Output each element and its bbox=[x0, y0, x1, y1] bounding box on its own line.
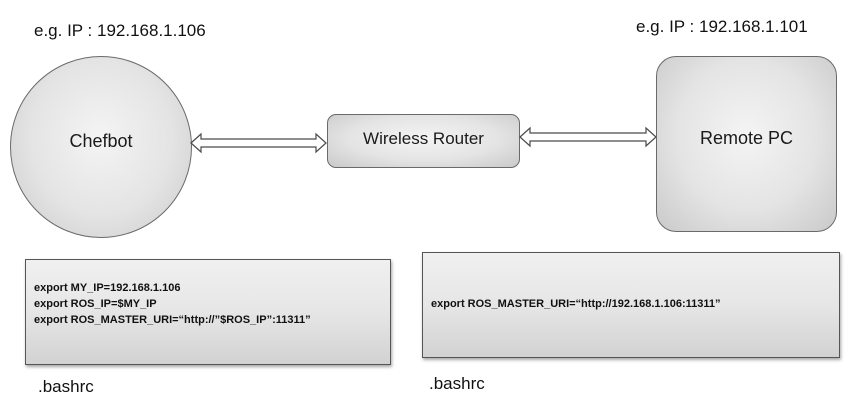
chefbot-router-link-arrow bbox=[190, 132, 327, 154]
chefbot-ip-label: e.g. IP : 192.168.1.106 bbox=[34, 21, 206, 40]
wireless-router-label: Wireless Router bbox=[363, 129, 484, 148]
bashrc-line: export ROS_MASTER_URI=“http://192.168.1.… bbox=[431, 298, 721, 310]
remote-pc-bashrc-filename: .bashrc bbox=[429, 374, 485, 393]
chefbot-label: Chefbot bbox=[69, 130, 133, 151]
chefbot-bashrc-filename: .bashrc bbox=[38, 377, 94, 396]
chefbot-node: Chefbot bbox=[10, 56, 192, 238]
wireless-router-node: Wireless Router bbox=[327, 114, 520, 168]
bashrc-line: export ROS_MASTER_URI=“http://”$ROS_IP”:… bbox=[34, 314, 311, 326]
remote-pc-ip-label: e.g. IP : 192.168.1.101 bbox=[636, 17, 808, 36]
chefbot-bashrc-box: export MY_IP=192.168.1.106 export ROS_IP… bbox=[25, 259, 391, 365]
router-remote-pc-link-arrow bbox=[519, 126, 657, 148]
remote-pc-label: Remote PC bbox=[699, 127, 794, 148]
bashrc-line: export MY_IP=192.168.1.106 bbox=[34, 282, 181, 294]
bashrc-line: export ROS_IP=$MY_IP bbox=[34, 298, 157, 310]
remote-pc-node: Remote PC bbox=[656, 56, 837, 232]
remote-pc-bashrc-box: export ROS_MASTER_URI=“http://192.168.1.… bbox=[422, 252, 840, 358]
